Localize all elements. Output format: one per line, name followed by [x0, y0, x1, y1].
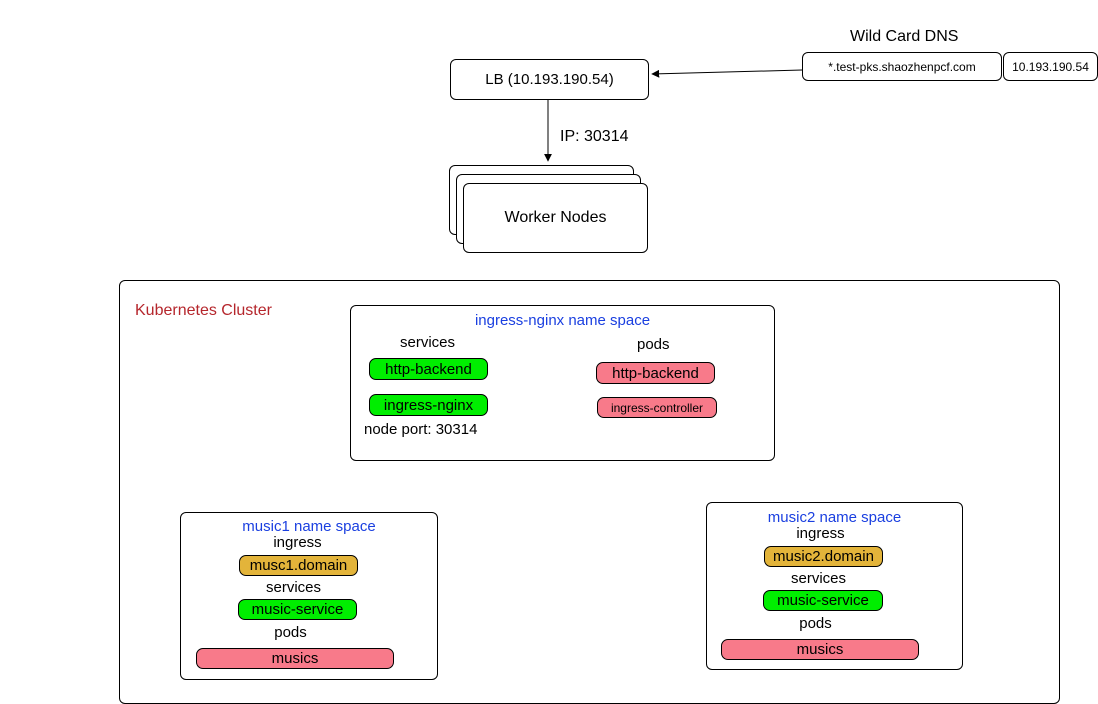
music1-namespace-title: music1 name space	[242, 518, 376, 535]
dns-domain-box: *.test-pks.shaozhenpcf.com	[802, 52, 1002, 81]
music2-ingress-label: ingress	[796, 525, 845, 542]
dns-title: Wild Card DNS	[850, 28, 959, 45]
music2-services-label: services	[790, 570, 846, 587]
load-balancer-box: LB (10.193.190.54)	[450, 59, 649, 100]
dns-ip-box: 10.193.190.54	[1003, 52, 1098, 81]
svc-http-backend: http-backend	[369, 358, 488, 380]
music2-ingress-domain: music2.domain	[764, 546, 883, 567]
ingress-namespace-title: ingress-nginx name space	[474, 312, 651, 329]
music2-namespace-title: music2 name space	[767, 509, 902, 526]
music2-service: music-service	[763, 590, 883, 611]
music1-services-label: services	[265, 579, 321, 596]
ingress-services-label: services	[400, 334, 456, 351]
node-port-label: node port: 30314	[364, 421, 478, 438]
svc-ingress-nginx: ingress-nginx	[369, 394, 488, 416]
music1-ingress-domain: musc1.domain	[239, 555, 358, 576]
ingress-pods-label: pods	[637, 336, 670, 353]
music2-pods-label: pods	[799, 615, 832, 632]
music2-pod-musics: musics	[721, 639, 919, 660]
pod-ingress-controller: ingress-controller	[597, 397, 717, 418]
dns-to-lb-arrow	[651, 69, 803, 78]
pod-http-backend: http-backend	[596, 362, 715, 384]
worker-nodes-box: Worker Nodes	[463, 183, 648, 253]
cluster-title: Kubernetes Cluster	[135, 302, 272, 319]
music1-pods-label: pods	[274, 624, 307, 641]
lb-port-label: IP: 30314	[560, 128, 629, 145]
music1-ingress-label: ingress	[273, 534, 322, 551]
music1-pod-musics: musics	[196, 648, 394, 669]
music1-service: music-service	[238, 599, 357, 620]
